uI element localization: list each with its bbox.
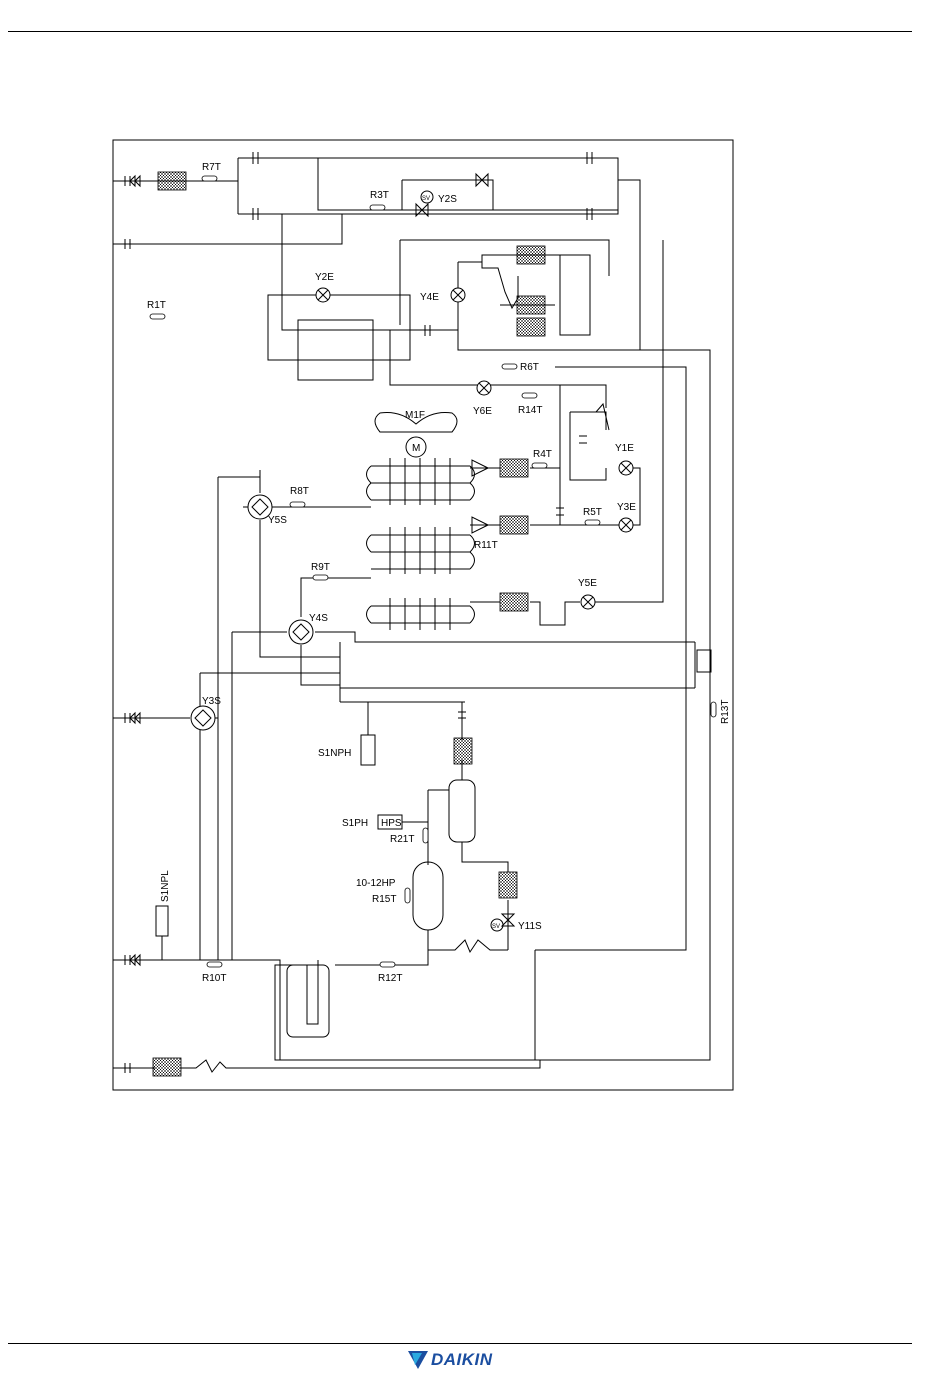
- filter-6: [500, 593, 528, 611]
- filter-3: [517, 318, 545, 336]
- sensor-r1t: [150, 314, 165, 319]
- sensor-r14t: [522, 393, 537, 398]
- s1nph-switch: [361, 735, 375, 765]
- label-s1nph: S1NPH: [318, 748, 351, 759]
- label-y3e: Y3E: [617, 502, 636, 513]
- label-r12t: R12T: [378, 973, 402, 984]
- filter-2: [517, 296, 545, 314]
- label-y4s: Y4S: [309, 613, 328, 624]
- receiver-r13t: [697, 650, 711, 672]
- label-s1ph: S1PH: [342, 818, 368, 829]
- label-r21t: R21T: [390, 834, 414, 845]
- sensor-r12t: [380, 962, 395, 967]
- sv-label-y11s: SV: [492, 924, 500, 930]
- label-y3s: Y3S: [202, 696, 221, 707]
- label-r4t: R4T: [533, 449, 552, 460]
- filter-8: [499, 872, 517, 898]
- heat-exchanger-box: [298, 320, 373, 380]
- filter-1: [517, 246, 545, 264]
- label-m1f: M1F: [405, 410, 425, 421]
- label-r14t: R14T: [518, 405, 542, 416]
- label-hps: HPS: [381, 818, 402, 829]
- label-y6e: Y6E: [473, 406, 492, 417]
- label-r11t: R11T: [474, 540, 498, 551]
- label-r15t: R15T: [372, 894, 396, 905]
- filter-top-inlet: [158, 172, 186, 190]
- liquid-receiver: [449, 780, 475, 842]
- sensor-r9t: [313, 575, 328, 580]
- label-y2s: Y2S: [438, 194, 457, 205]
- sensor-r10t: [207, 962, 222, 967]
- label-r1t: R1T: [147, 300, 166, 311]
- sensor-r3t: [370, 205, 385, 210]
- sensor-r21t: [423, 828, 428, 843]
- label-y1e: Y1E: [615, 443, 634, 454]
- filter-4: [500, 459, 528, 477]
- daikin-logo-mark: [408, 1351, 428, 1369]
- s1npl-switch: [156, 906, 168, 936]
- label-y5e: Y5E: [578, 578, 597, 589]
- label-y4e: Y4E: [420, 292, 439, 303]
- label-r6t: R6T: [520, 362, 539, 373]
- sensor-r6t: [502, 364, 517, 369]
- label-r10t: R10T: [202, 973, 226, 984]
- label-s1npl: S1NPL: [160, 870, 171, 902]
- filter-5: [500, 516, 528, 534]
- accumulator: [287, 965, 329, 1037]
- label-y5s: Y5S: [268, 515, 287, 526]
- label-r13t: R13T: [720, 700, 731, 724]
- sensor-r15t: [405, 888, 410, 903]
- label-y2e: Y2E: [315, 272, 334, 283]
- sensor-r4t: [532, 463, 547, 468]
- brand-name: DAIKIN: [431, 1350, 493, 1370]
- label-r5t: R5T: [583, 507, 602, 518]
- label-y11s: Y11S: [518, 921, 542, 932]
- label-r3t: R3T: [370, 190, 389, 201]
- label-hp: 10-12HP: [356, 878, 396, 889]
- sv-label-y2s: SV: [422, 196, 430, 202]
- label-r7t: R7T: [202, 162, 221, 173]
- label-motor: M: [412, 443, 420, 454]
- sensor-r5t: [585, 520, 600, 525]
- filter-bottom-inlet: [153, 1058, 181, 1076]
- sensor-r7t: [202, 176, 217, 181]
- label-r8t: R8T: [290, 486, 309, 497]
- sensor-r8t: [290, 502, 305, 507]
- compressor-10-12hp: [413, 862, 443, 930]
- filter-7: [454, 738, 472, 764]
- label-r9t: R9T: [311, 562, 330, 573]
- sensor-r13t: [711, 702, 716, 717]
- daikin-logo: DAIKIN: [408, 1349, 493, 1371]
